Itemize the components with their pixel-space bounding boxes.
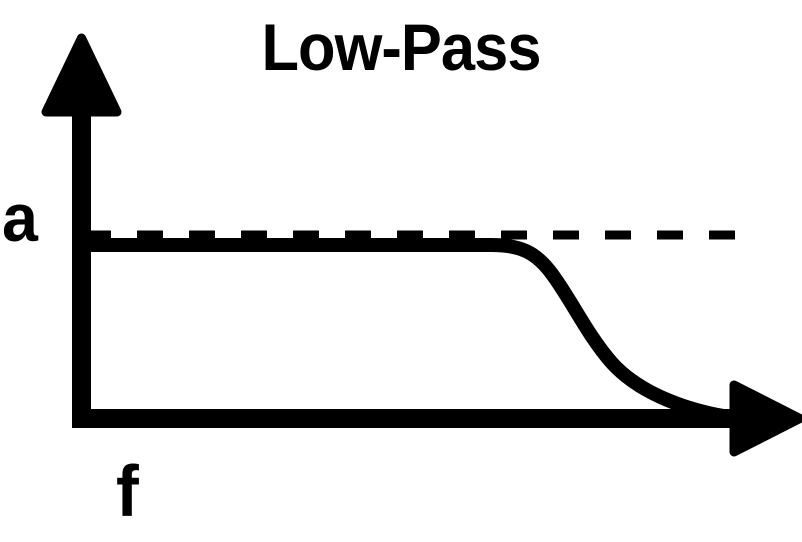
y-axis-label: a [2,180,38,256]
y-axis-arrowhead-icon [41,33,122,117]
low-pass-response-curve [85,238,737,425]
y-axis-line [72,108,91,428]
x-axis-label: f [116,452,139,532]
x-axis-line [72,409,744,428]
x-axis-arrowhead-icon [729,380,802,457]
page-title: Low-Pass [261,10,541,84]
